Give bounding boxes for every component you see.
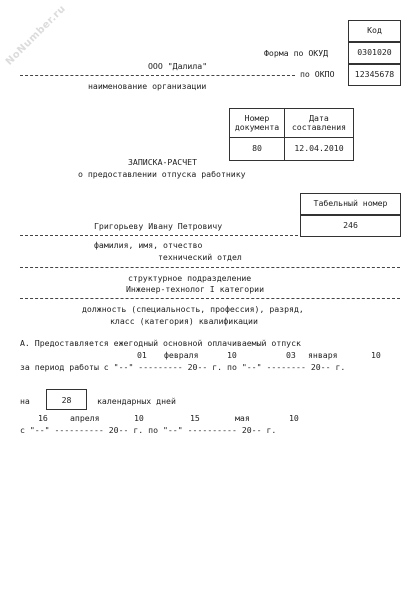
tab-number-value: 246 xyxy=(343,220,358,231)
doc-number-cell: 80 xyxy=(229,137,285,161)
section-a-heading: А. Предоставляется ежегодный основной оп… xyxy=(20,338,301,348)
period-from-month: февраля xyxy=(164,350,199,360)
doc-number: 80 xyxy=(252,143,262,154)
days-label: календарных дней xyxy=(97,396,176,406)
tab-number-header-cell: Табельный номер xyxy=(300,193,401,215)
period-to-year: 10 xyxy=(371,350,381,360)
org-line xyxy=(20,75,295,76)
code-header: Код xyxy=(367,25,382,36)
department-caption: структурное подразделение xyxy=(128,273,252,283)
okpo-value: 12345678 xyxy=(354,69,395,80)
tab-number-value-cell: 246 xyxy=(300,215,401,237)
doc-number-header: Номер документа xyxy=(229,108,285,138)
vac-line: с "--" ---------- 20-- г. по "--" ------… xyxy=(20,425,277,435)
org-name: ООО "Далила" xyxy=(148,61,208,71)
doc-number-header-text: Номер документа xyxy=(234,112,280,132)
doc-date-header-text: Дата составления xyxy=(291,112,347,132)
position-line xyxy=(20,298,400,299)
on-label: на xyxy=(20,396,30,406)
period-from-day: 01 xyxy=(137,350,147,360)
period-to-day: 03 xyxy=(286,350,296,360)
days-value: 28 xyxy=(61,394,72,405)
period-line: за период работы с "--" --------- 20-- г… xyxy=(20,362,346,372)
tab-number-header: Табельный номер xyxy=(313,198,388,209)
position-caption-1: должность (специальность, профессия), ра… xyxy=(82,304,304,314)
okpo-value-cell: 12345678 xyxy=(348,64,401,86)
vac-to-month: мая xyxy=(235,413,250,423)
doc-subtitle: о предоставлении отпуска работнику xyxy=(78,169,246,179)
fio-caption: фамилия, имя, отчество xyxy=(94,240,203,250)
department-line xyxy=(20,267,400,268)
doc-date: 12.04.2010 xyxy=(294,143,344,154)
watermark: NoNumber.ru xyxy=(3,3,69,68)
vac-from-year: 10 xyxy=(134,413,144,423)
vac-to-year: 10 xyxy=(289,413,299,423)
okud-label: Форма по ОКУД xyxy=(264,48,329,58)
vac-from-month: апреля xyxy=(70,413,100,423)
vac-from-day: 16 xyxy=(38,413,48,423)
employee-fio: Григорьеву Ивану Петровичу xyxy=(94,221,223,231)
okud-value: 0301020 xyxy=(357,47,392,58)
department: технический отдел xyxy=(158,252,242,262)
fio-line xyxy=(20,235,298,236)
period-to-month: января xyxy=(308,350,338,360)
days-box: 28 xyxy=(46,389,87,410)
vac-to-day: 15 xyxy=(190,413,200,423)
doc-title: ЗАПИСКА-РАСЧЕТ xyxy=(128,157,198,167)
okpo-label: по ОКПО xyxy=(300,69,335,79)
doc-date-header: Дата составления xyxy=(284,108,354,138)
position-caption-2: класс (категория) квалификации xyxy=(110,316,258,326)
period-from-year: 10 xyxy=(227,350,237,360)
org-caption: наименование организации xyxy=(88,81,207,91)
position: Инженер-технолог I категории xyxy=(126,284,265,294)
okud-value-cell: 0301020 xyxy=(348,42,401,64)
doc-date-cell: 12.04.2010 xyxy=(284,137,354,161)
code-header-cell: Код xyxy=(348,20,401,42)
